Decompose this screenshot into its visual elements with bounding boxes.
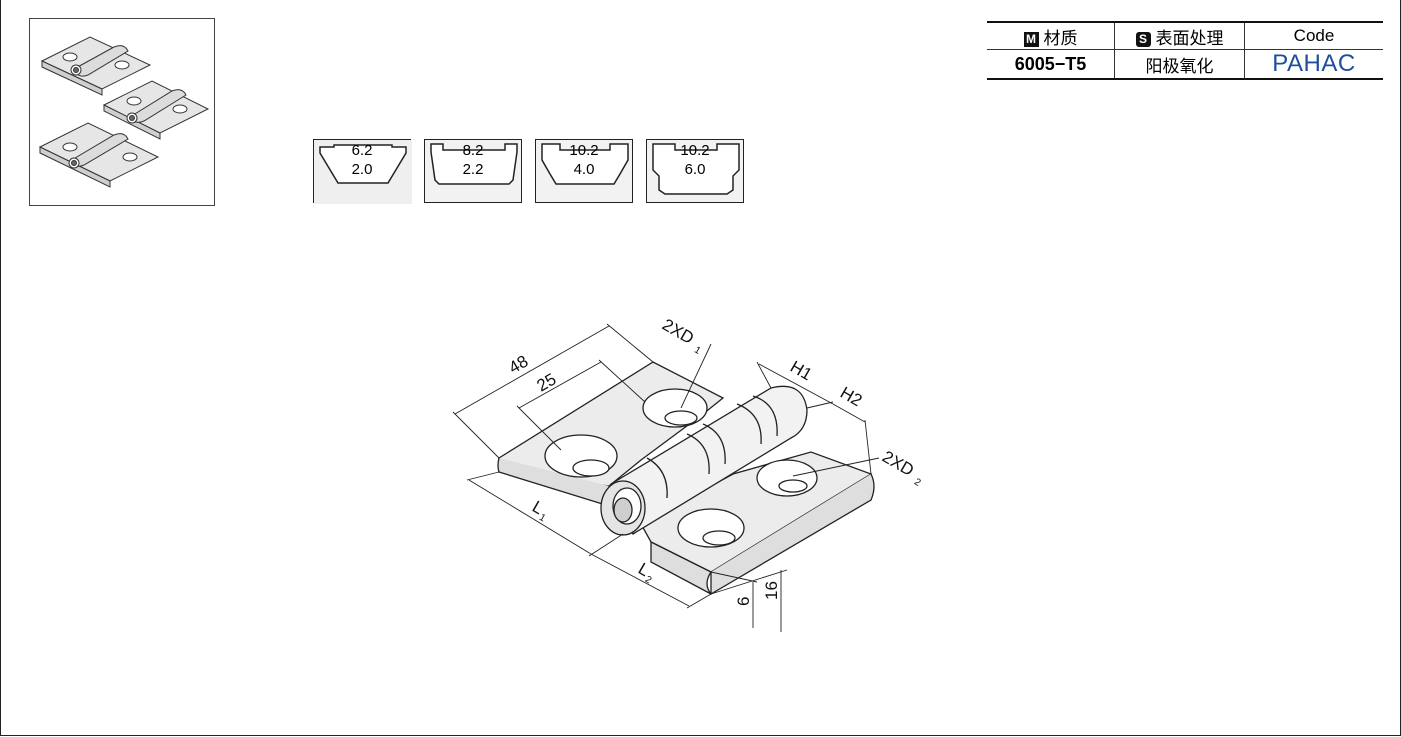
code-value: PAHAC [1244, 49, 1383, 80]
slot-top-width: 10.2 [680, 142, 710, 159]
slot-profile-shape [430, 143, 518, 185]
slot-profile-shape [652, 143, 740, 195]
slot-depth: 2.2 [462, 161, 484, 178]
dim-hole-d1-label: 2XD [659, 315, 697, 348]
dim-length-inner: 25 [534, 370, 560, 396]
hinge-dimension-drawing: 48 25 2XD 1 H1 H2 2XD 2 L 1 L 2 6 16 [452, 315, 923, 632]
slot-profile-1: 6.2 2.0 [313, 139, 412, 204]
surface-header: 表面处理 [1155, 28, 1224, 48]
slot-profile-shape [314, 140, 412, 204]
hinge-thumbnail-image [38, 36, 210, 188]
dim-thickness: 6 [734, 597, 753, 606]
material-value: 6005−T5 [987, 49, 1115, 80]
dim-length-total: 48 [506, 352, 532, 378]
dim-hole-d2-label: 2XD [879, 447, 917, 480]
spec-table-row: 6005−T5 阳极氧化 PAHAC [987, 49, 1383, 80]
dim-height: 16 [762, 581, 781, 600]
dim-l2-sub: 2 [643, 574, 654, 587]
slot-profile-3: 10.2 4.0 [535, 139, 633, 203]
slot-top-width: 6.2 [351, 142, 373, 159]
slot-top-width: 10.2 [569, 142, 599, 159]
dim-hole-d1-sub: 1 [692, 345, 703, 358]
slot-depth: 2.0 [351, 161, 373, 178]
slot-profile-4: 10.2 6.0 [646, 139, 744, 203]
slot-profile-2: 8.2 2.2 [424, 139, 522, 203]
slot-depth: 4.0 [573, 161, 595, 178]
product-thumbnail [29, 18, 215, 206]
dim-hole-d1: 2XD 1 [659, 315, 703, 358]
dim-hole-d2-sub: 2 [912, 477, 923, 490]
dim-h1: H1 [787, 357, 815, 384]
dim-l1-sub: 1 [537, 512, 548, 525]
dim-hole-d2: 2XD 2 [879, 447, 923, 490]
material-header: 材质 [1043, 28, 1078, 48]
surface-value: 阳极氧化 [1114, 49, 1245, 80]
dim-l1: L 1 [529, 497, 548, 525]
slot-top-width: 8.2 [462, 142, 484, 159]
slot-profile-shape [541, 143, 629, 185]
dim-h2: H2 [837, 383, 865, 410]
material-badge: M [1023, 31, 1039, 47]
code-header: Code [1244, 21, 1383, 50]
slot-depth: 6.0 [684, 161, 706, 178]
surface-badge: S [1135, 31, 1151, 47]
